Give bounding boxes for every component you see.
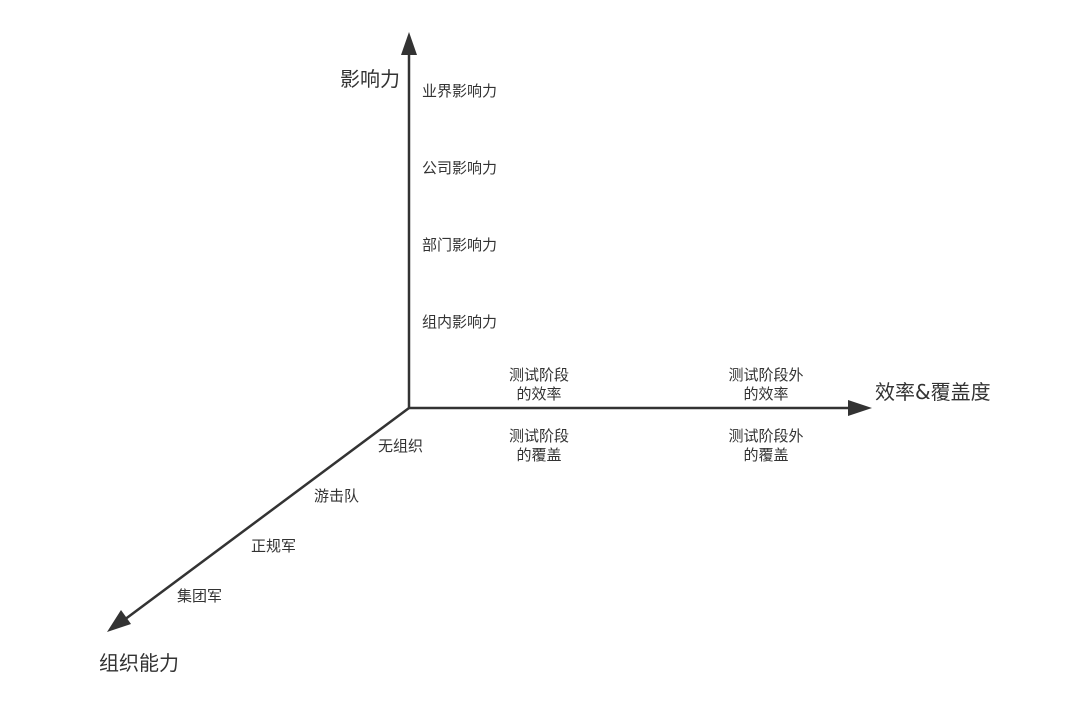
- diagonal-tick-1: 无组织: [378, 437, 424, 455]
- horizontal-upper-tick-2: 测试阶段外 的效率: [728, 366, 803, 404]
- vertical-tick-4: 业界影响力: [422, 82, 498, 100]
- horizontal-upper-tick-1: 测试阶段 的效率: [509, 366, 569, 404]
- horizontal-upper-tick-2-line-2: 的效率: [743, 384, 789, 403]
- vertical-tick-1: 组内影响力: [422, 313, 498, 331]
- horizontal-axis-arrow: [848, 400, 872, 416]
- diagonal-tick-3: 正规军: [251, 537, 297, 555]
- vertical-tick-3: 公司影响力: [422, 159, 498, 177]
- horizontal-axis-title: 效率&覆盖度: [875, 380, 991, 404]
- diagonal-axis-arrow: [107, 610, 131, 632]
- horizontal-lower-tick-1-line-2: 的覆盖: [516, 445, 562, 464]
- horizontal-upper-tick-1-line-2: 的效率: [516, 384, 562, 403]
- horizontal-lower-tick-2-line-1: 测试阶段外: [728, 427, 804, 445]
- vertical-tick-2: 部门影响力: [422, 236, 498, 254]
- horizontal-lower-tick-1: 测试阶段 的覆盖: [509, 427, 569, 465]
- vertical-axis-arrow: [401, 32, 417, 55]
- horizontal-lower-tick-1-line-1: 测试阶段: [508, 427, 570, 445]
- diagonal-tick-4: 集团军: [177, 587, 223, 605]
- diagonal-tick-2: 游击队: [314, 487, 360, 505]
- diagonal-axis-title: 组织能力: [99, 651, 179, 675]
- horizontal-lower-tick-2-line-2: 的覆盖: [743, 445, 789, 464]
- vertical-axis-title: 影响力: [340, 67, 400, 91]
- horizontal-upper-tick-1-line-1: 测试阶段: [508, 366, 570, 384]
- horizontal-lower-tick-2: 测试阶段外 的覆盖: [728, 427, 803, 465]
- diagonal-axis-line: [123, 406, 410, 622]
- horizontal-upper-tick-2-line-1: 测试阶段外: [728, 366, 804, 384]
